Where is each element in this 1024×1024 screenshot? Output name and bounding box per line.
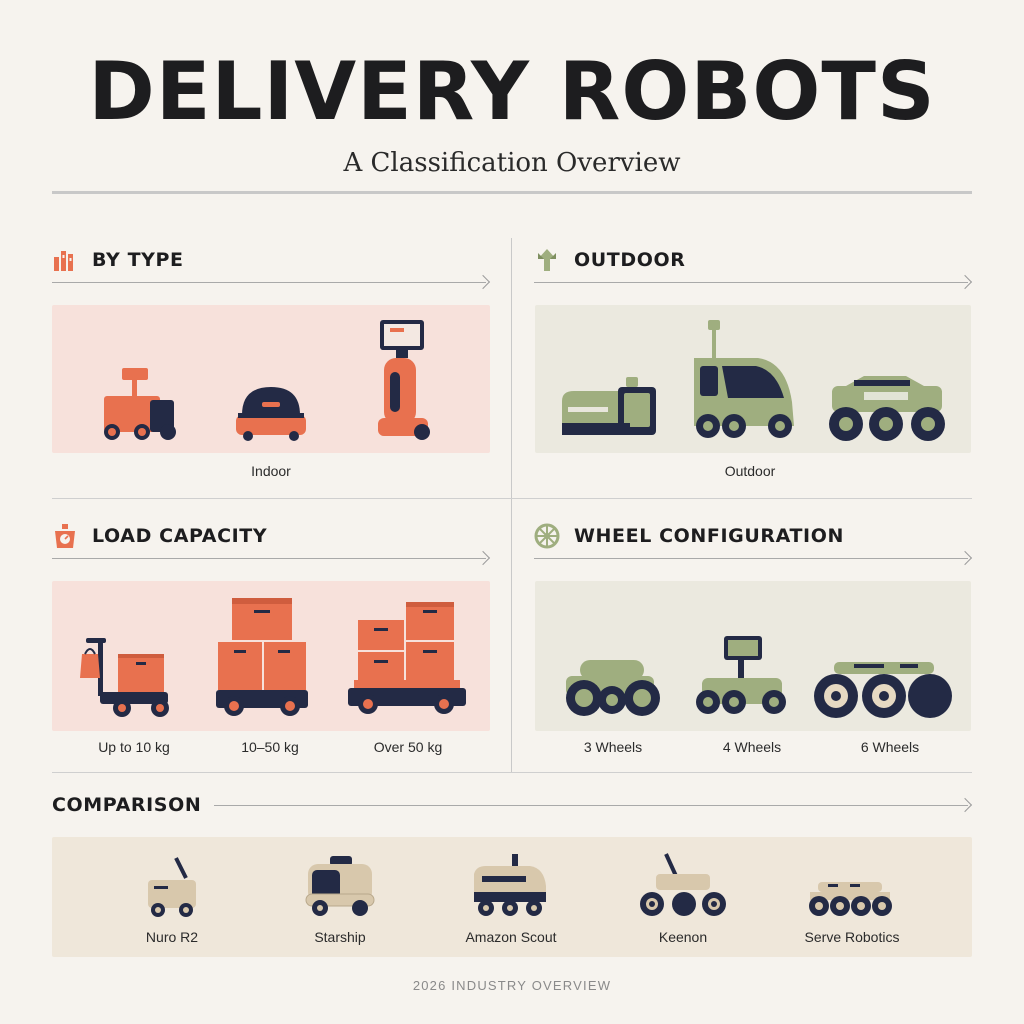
six-wheel-robot xyxy=(814,662,952,718)
section-header-by-type: BY TYPE xyxy=(52,247,184,273)
section-label-comparison: COMPARISON xyxy=(52,794,202,816)
load-caption-small: Up to 10 kg xyxy=(98,739,170,755)
amazon-scout-icon xyxy=(474,854,546,916)
load-caption-medium: 10–50 kg xyxy=(241,739,299,755)
page-title: DELIVERY ROBOTS xyxy=(88,45,936,138)
section-label-load-capacity: LOAD CAPACITY xyxy=(92,525,268,547)
wheel-icon xyxy=(534,523,560,549)
title-divider xyxy=(52,191,972,194)
four-wheel-robot xyxy=(696,636,786,714)
starship-icon xyxy=(305,856,375,916)
scale-icon xyxy=(55,524,75,548)
section-rule-wheel-configuration xyxy=(534,550,973,566)
outdoor-caption: Outdoor xyxy=(724,463,776,479)
section-header-outdoor: OUTDOOR xyxy=(534,247,685,273)
section-rule-comparison xyxy=(214,797,973,813)
comparison-label-serve-robotics: Serve Robotics xyxy=(804,929,900,945)
section-header-comparison: COMPARISON xyxy=(52,794,201,816)
horizontal-divider-bottom xyxy=(52,772,972,773)
indoor-caption: Indoor xyxy=(251,463,291,479)
outdoor-robot-pod xyxy=(562,377,656,435)
vertical-divider xyxy=(511,238,512,772)
building-icon xyxy=(54,251,73,271)
section-header-wheel-configuration: WHEEL CONFIGURATION xyxy=(534,523,844,549)
indoor-robot-kiosk xyxy=(378,320,430,440)
load-robot-small xyxy=(80,638,169,717)
footer-text: 2026 INDUSTRY OVERVIEW xyxy=(412,978,612,993)
section-rule-outdoor xyxy=(534,274,973,290)
load-robot-large xyxy=(348,602,466,714)
three-wheel-robot xyxy=(566,660,660,716)
section-rule-load-capacity xyxy=(52,550,491,566)
outdoor-robot-rover xyxy=(829,376,945,441)
section-label-outdoor: OUTDOOR xyxy=(574,249,686,271)
section-label-wheel-configuration: WHEEL CONFIGURATION xyxy=(574,525,844,547)
wheel-caption-four: 4 Wheels xyxy=(722,739,782,755)
section-label-by-type: BY TYPE xyxy=(92,249,184,271)
nuro-r2-icon xyxy=(148,857,196,917)
load-robot-medium xyxy=(216,598,308,716)
section-header-load-capacity: LOAD CAPACITY xyxy=(52,523,267,549)
comparison-label-nuro-r2: Nuro R2 xyxy=(145,929,199,945)
wheel-caption-three: 3 Wheels xyxy=(583,739,643,755)
comparison-label-starship: Starship xyxy=(314,929,366,945)
indoor-robot-cart xyxy=(104,368,176,440)
keenon-icon xyxy=(640,853,726,916)
serve-robotics-icon xyxy=(809,882,892,916)
comparison-label-amazon-scout: Amazon Scout xyxy=(465,929,557,945)
direction-arrows-icon xyxy=(538,249,556,271)
horizontal-divider-middle xyxy=(52,498,972,499)
outdoor-robot-van xyxy=(694,320,794,438)
wheel-caption-six: 6 Wheels xyxy=(860,739,920,755)
load-caption-large: Over 50 kg xyxy=(373,739,443,755)
indoor-robot-dome xyxy=(236,387,306,441)
section-rule-by-type xyxy=(52,274,491,290)
comparison-label-keenon: Keenon xyxy=(658,929,708,945)
page-subtitle: A Classification Overview xyxy=(343,148,681,178)
